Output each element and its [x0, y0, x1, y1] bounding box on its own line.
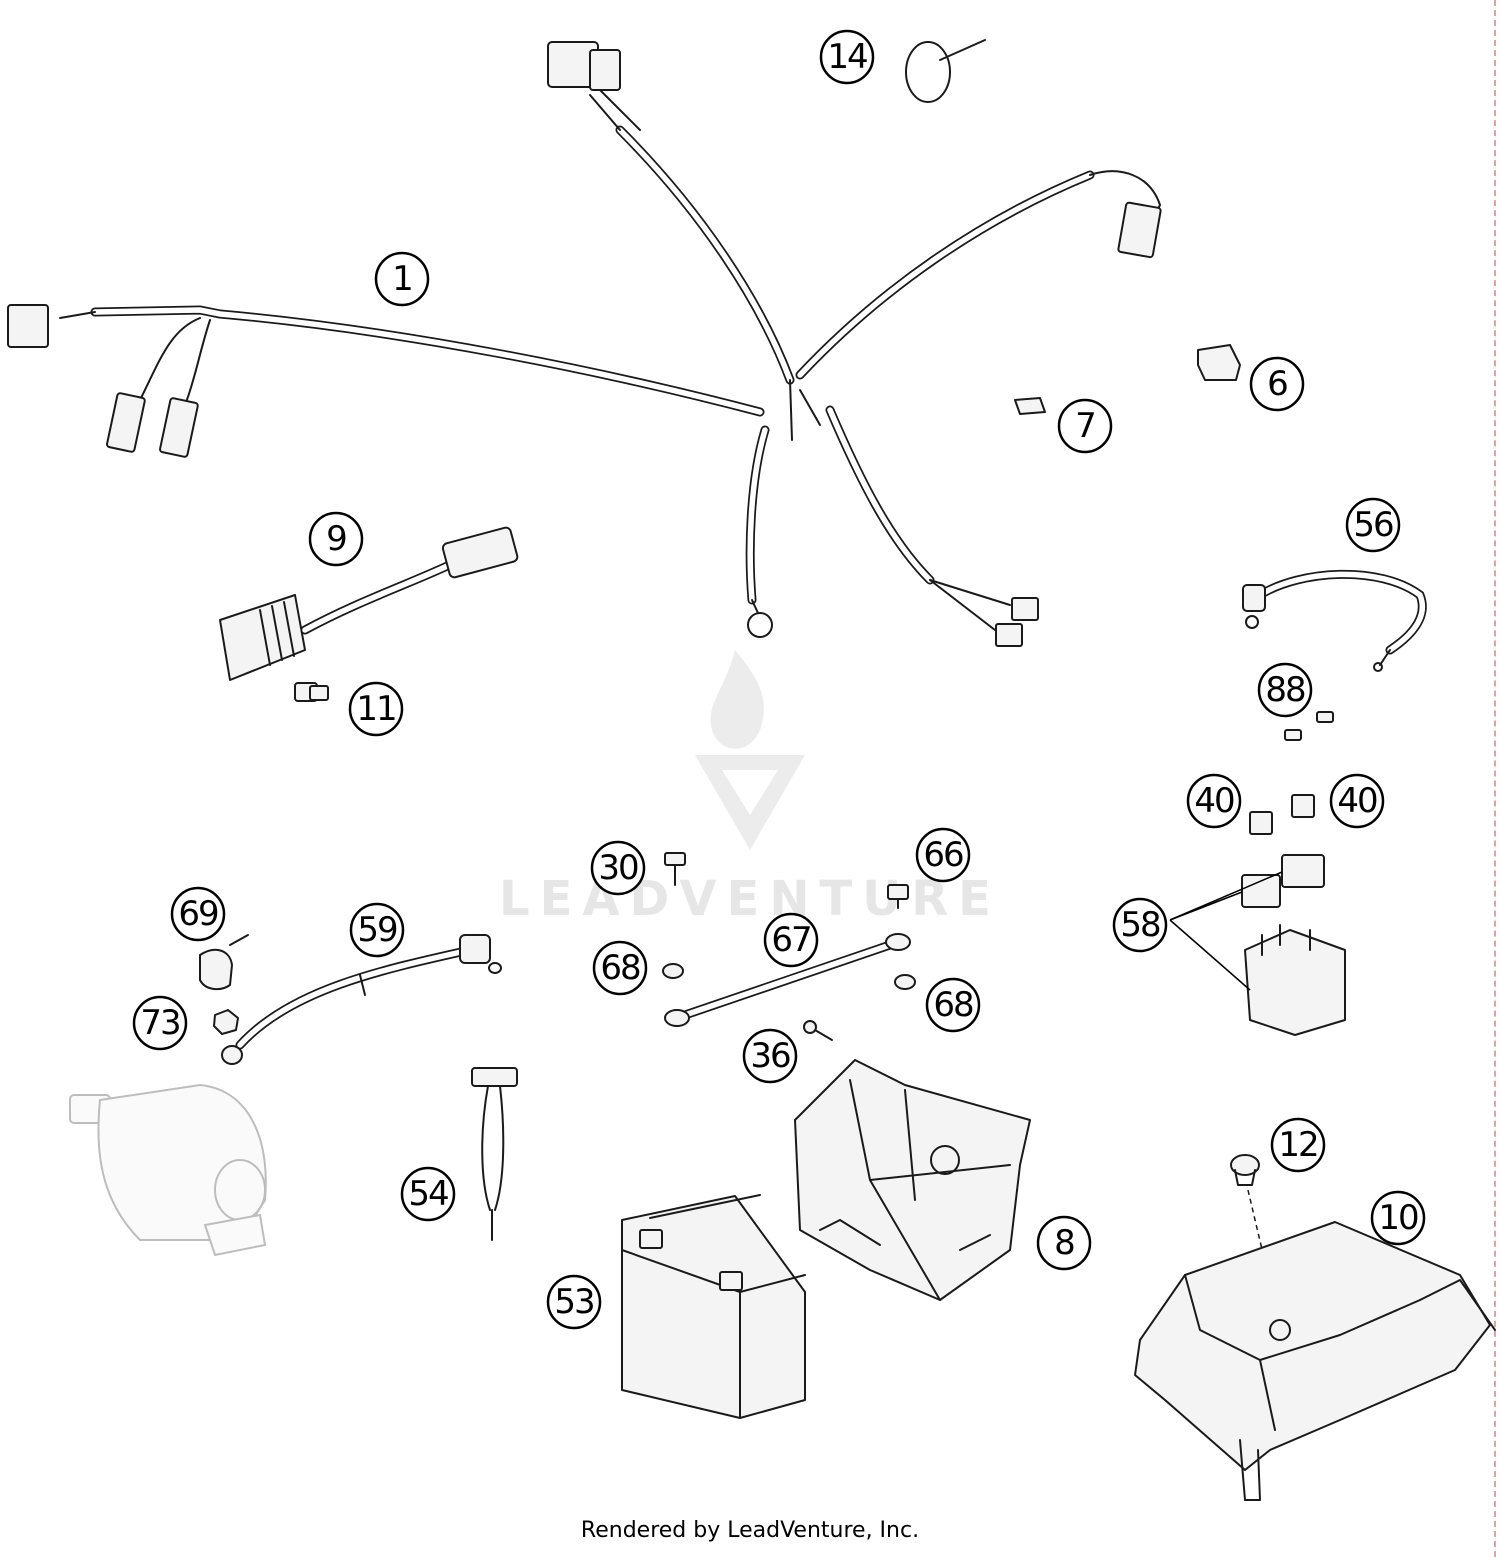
callout-label: 73	[140, 1003, 179, 1043]
callout-68: 68	[925, 977, 981, 1033]
callout-label: 40	[1337, 781, 1377, 821]
cable-clip	[1014, 397, 1046, 415]
callout-label: 66	[923, 835, 963, 875]
callout-label: 8	[1054, 1223, 1074, 1263]
callout-7: 7	[1057, 398, 1113, 454]
callout-11: 11	[348, 681, 404, 737]
callout-label: 9	[326, 519, 346, 559]
callout-67: 67	[763, 912, 819, 968]
callout-label: 7	[1075, 406, 1095, 446]
battery-ground-cable	[664, 933, 911, 1027]
callout-label: 1	[392, 259, 412, 299]
callout-58: 58	[1112, 897, 1168, 953]
battery-holder-screw	[803, 1020, 833, 1041]
callout-label: 10	[1378, 1198, 1418, 1238]
callout-14: 14	[819, 29, 875, 85]
callout-label: 36	[750, 1036, 790, 1076]
voltage-regulator	[219, 526, 519, 681]
callout-40: 40	[1186, 773, 1242, 829]
starter-motor-ghost	[69, 1083, 267, 1257]
callout-56: 56	[1345, 497, 1401, 553]
callout-label: 69	[178, 894, 218, 934]
starter-nut	[213, 1009, 239, 1035]
footer-credit: Rendered by LeadVenture, Inc.	[580, 1518, 920, 1543]
callout-label: 56	[1353, 505, 1393, 545]
starter-cable	[221, 934, 502, 1065]
callout-label: 30	[598, 848, 638, 888]
callout-label: 59	[357, 910, 397, 950]
callout-label: 12	[1278, 1125, 1317, 1165]
washer	[662, 963, 916, 990]
callout-59: 59	[349, 902, 405, 958]
battery-holder	[794, 1059, 1031, 1301]
callout-label: 58	[1120, 905, 1160, 945]
callout-9: 9	[308, 511, 364, 567]
callout-label: 68	[600, 948, 640, 988]
callout-label: 6	[1267, 364, 1287, 404]
callout-73: 73	[132, 995, 188, 1051]
fuse-screw	[1284, 711, 1334, 741]
callout-label: 53	[554, 1282, 593, 1322]
callout-53: 53	[546, 1274, 602, 1330]
callout-66: 66	[915, 827, 971, 883]
ground-cable	[1242, 569, 1427, 672]
callout-69: 69	[170, 886, 226, 942]
battery-thermometer-lead	[471, 1067, 518, 1241]
callout-88: 88	[1257, 662, 1313, 718]
callout-label: 11	[356, 689, 395, 729]
callout-1: 1	[374, 251, 430, 307]
watermark: LEADVENTURE	[499, 650, 1001, 927]
callout-6: 6	[1249, 356, 1305, 412]
callout-label: 14	[827, 37, 867, 77]
callout-8: 8	[1036, 1215, 1092, 1271]
fuse	[1249, 794, 1315, 835]
regulator-screw	[294, 682, 329, 702]
callout-label: 68	[933, 985, 973, 1025]
callout-68: 68	[592, 940, 648, 996]
starter-relay	[1169, 854, 1346, 1036]
screw	[664, 852, 686, 886]
callout-label: 88	[1265, 670, 1305, 710]
callout-40: 40	[1329, 773, 1385, 829]
callout-12: 12	[1270, 1117, 1326, 1173]
callout-label: 67	[771, 920, 810, 960]
battery-tray	[1134, 1221, 1496, 1501]
callout-10: 10	[1370, 1190, 1426, 1246]
battery	[621, 1194, 806, 1419]
callout-30: 30	[590, 840, 646, 896]
watermark-text: LEADVENTURE	[499, 871, 1001, 927]
cable-tie	[905, 39, 986, 103]
relay-cap	[199, 934, 249, 991]
wire-clip	[1197, 344, 1241, 381]
callout-36: 36	[742, 1028, 798, 1084]
page-edge-line	[1494, 0, 1496, 1557]
callout-label: 54	[408, 1174, 448, 1214]
callout-54: 54	[400, 1166, 456, 1222]
callout-label: 40	[1194, 781, 1234, 821]
wiring-harness	[7, 41, 1162, 647]
nut	[887, 884, 909, 909]
